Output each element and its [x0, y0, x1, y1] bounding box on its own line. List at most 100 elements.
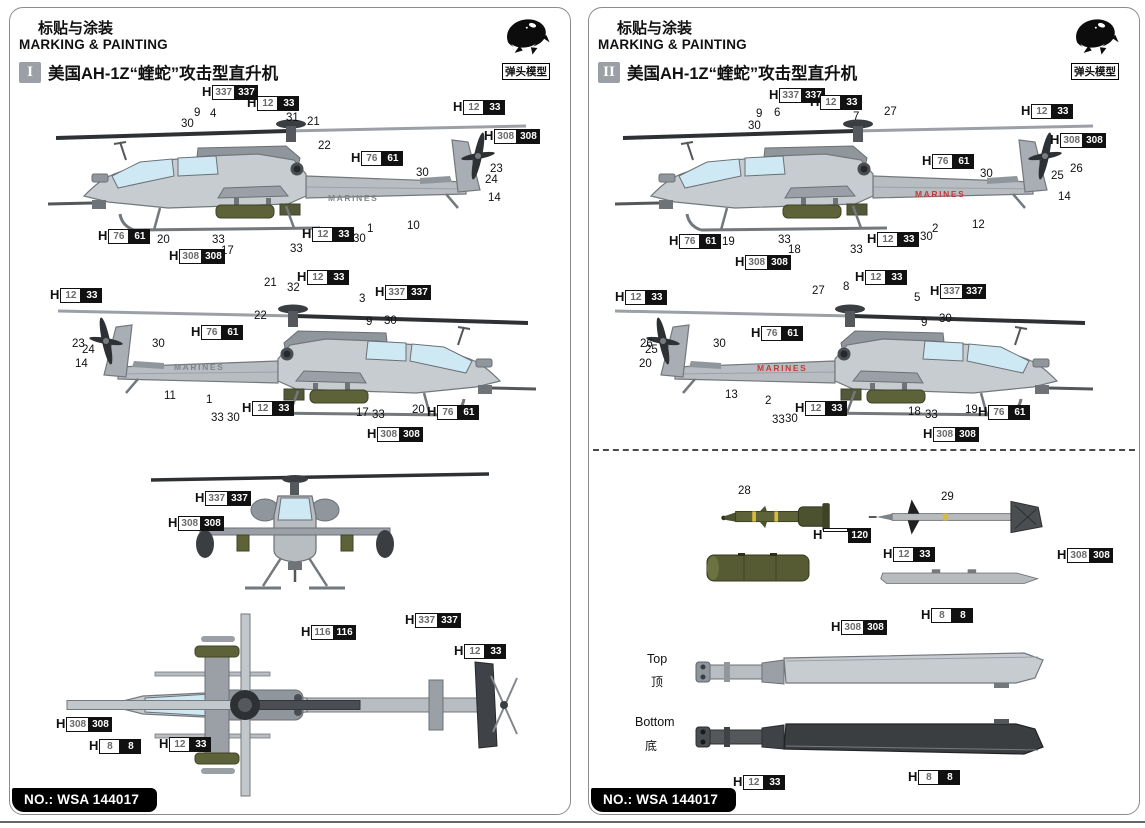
marines-marking: MARINES [328, 193, 379, 203]
part-number: 2 [932, 223, 939, 235]
part-number: 26 [1070, 163, 1083, 175]
part-number: 31 [286, 112, 299, 124]
part-number: 19 [722, 236, 735, 248]
part-number: 25 [645, 344, 658, 356]
part-number: 20 [157, 234, 170, 246]
blade-bottom-label-en: Bottom [635, 715, 675, 729]
part-number: 22 [254, 310, 267, 322]
section-marker: II [598, 61, 620, 83]
part-number: 14 [75, 358, 88, 370]
part-number: 30 [181, 118, 194, 130]
part-number: 24 [82, 344, 95, 356]
part-number: 17 [221, 245, 234, 257]
brand-logo: 弹头模型 [1059, 13, 1131, 80]
part-number: 27 [884, 106, 897, 118]
part-number: 14 [488, 192, 501, 204]
part-number: 30 [785, 413, 798, 425]
part-number: 30 [384, 315, 397, 327]
marines-marking: MARINES [174, 362, 225, 372]
part-number: 12 [972, 219, 985, 231]
part-number: 21 [307, 116, 320, 128]
header-english: MARKING & PAINTING [19, 37, 168, 52]
part-number: 19 [965, 404, 978, 416]
part-number: 33 [925, 409, 938, 421]
part-number: 30 [713, 338, 726, 350]
brand-logo-label: 弹头模型 [1071, 63, 1119, 80]
part-number: 9 [756, 108, 763, 120]
part-number: 10 [407, 220, 420, 232]
marking-panel-2: 标贴与涂装 MARKING & PAINTING II 美国AH-1Z“蝰蛇”攻… [588, 7, 1140, 815]
part-number: 18 [908, 406, 921, 418]
part-number: 9 [194, 107, 201, 119]
part-number: 3 [359, 293, 366, 305]
part-number: 26 [640, 338, 653, 350]
marines-marking: MARINES [915, 189, 966, 199]
part-number: 7 [853, 111, 860, 123]
blade-top-label-en: Top [647, 652, 668, 666]
part-number: 1 [206, 394, 213, 406]
part-number: 30 [416, 167, 429, 179]
part-number: 30 [152, 338, 165, 350]
part-number: 32 [287, 282, 300, 294]
part-number: 30 [748, 120, 761, 132]
part-number: 29 [941, 491, 954, 503]
header-english: MARKING & PAINTING [598, 37, 747, 52]
part-number: 18 [788, 244, 801, 256]
part-number: 2 [765, 395, 772, 407]
part-number: 23 [72, 338, 85, 350]
part-number: 33 [211, 412, 224, 424]
part-number: 30 [980, 168, 993, 180]
part-number: 5 [914, 292, 921, 304]
section-title: 美国AH-1Z“蝰蛇”攻击型直升机 [48, 65, 279, 83]
part-number: 23 [490, 163, 503, 175]
kit-number-badge: NO.: WSA 144017 [591, 788, 737, 812]
part-number: 33 [850, 244, 863, 256]
part-number: 22 [318, 140, 331, 152]
part-number: 33 [290, 243, 303, 255]
part-number: 11 [164, 390, 176, 402]
sheet-bottom-rule [0, 821, 1145, 823]
part-number: 21 [264, 277, 277, 289]
section-title: 美国AH-1Z“蝰蛇”攻击型直升机 [627, 65, 858, 83]
part-number: 17 [356, 407, 369, 419]
blade-top-label-cn: 顶 [651, 675, 664, 689]
section-row: II 美国AH-1Z“蝰蛇”攻击型直升机 [598, 60, 857, 84]
part-number: 33 [372, 409, 385, 421]
part-number: 8 [843, 281, 850, 293]
brand-logo: 弹头模型 [490, 13, 562, 80]
